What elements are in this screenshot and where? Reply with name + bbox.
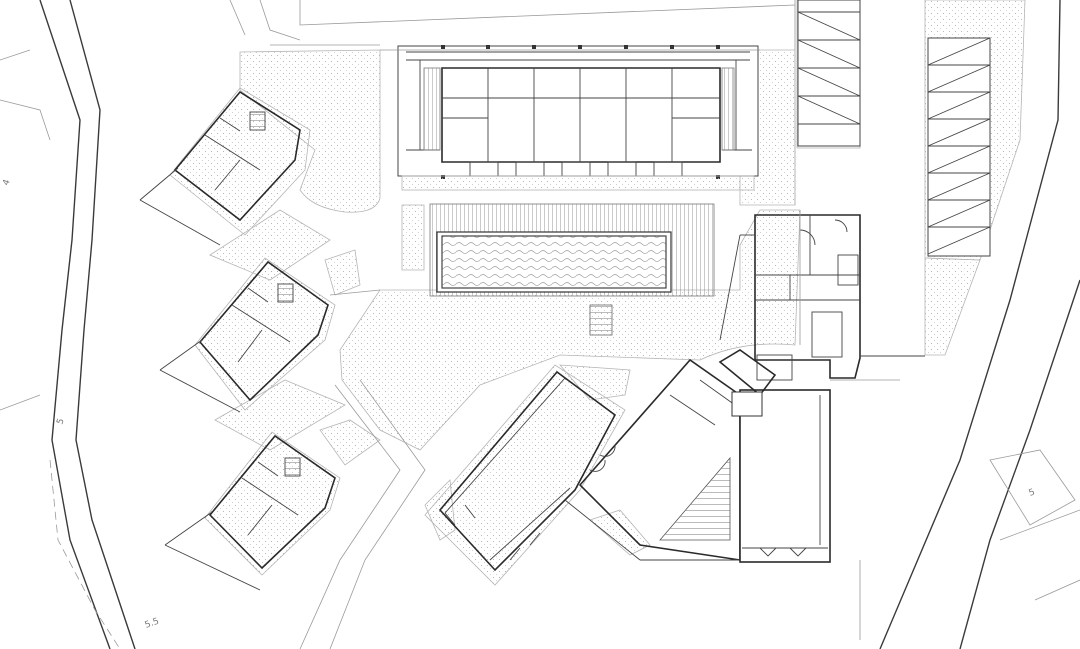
road-marker-west-bottom: 5.5 [144,617,161,631]
villa-middle [159,257,336,413]
villa-south [164,431,341,591]
reception-block [718,214,925,417]
road-marker-west-top: 4 [1,178,12,187]
parking-strip-east [924,0,1026,356]
villa-north [139,87,311,246]
stair-north-east [721,67,735,151]
road-marker-east: 5 [1028,487,1037,498]
service-block-east [739,389,831,563]
road-marker-west-mid: 5 [55,417,66,426]
restaurant-wing-west [424,364,626,586]
stair-north-west [423,67,441,151]
toilet-block [718,349,777,417]
east-road [299,0,1080,649]
swimming-pool [429,203,715,336]
walkways [270,44,900,649]
road-annotations: 4 5 5.5 5 [1,178,1036,631]
parking-strip-north [796,0,861,149]
west-road [0,0,301,649]
hotel-block-north [397,45,759,191]
